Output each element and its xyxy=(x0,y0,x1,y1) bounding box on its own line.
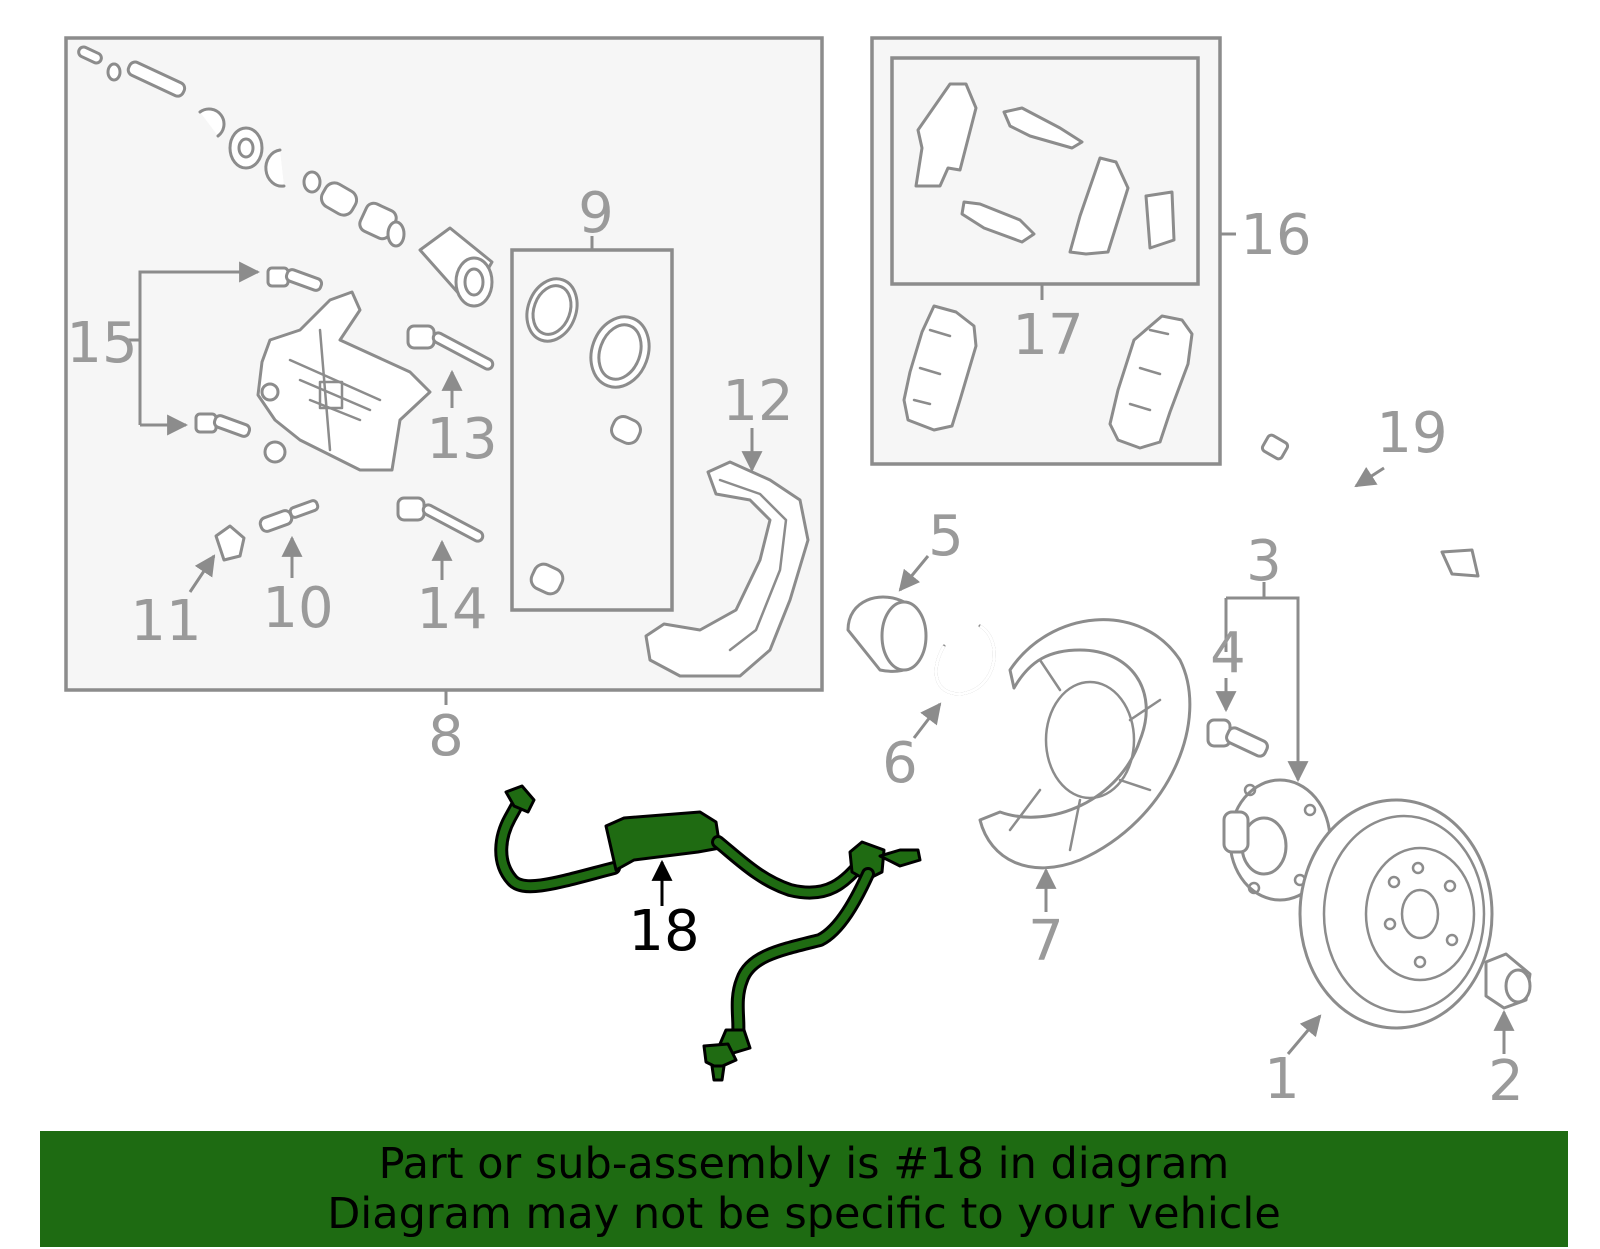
wheel-stud-4 xyxy=(1206,718,1269,758)
caliper-bracket-12 xyxy=(644,460,810,678)
bearing-5 xyxy=(846,595,928,673)
brake-hose-19 xyxy=(1260,433,1480,578)
callout-5: 5 xyxy=(928,504,964,569)
callout-7: 7 xyxy=(1028,909,1064,974)
callout-3: 3 xyxy=(1246,529,1282,594)
caliper-small-parts xyxy=(77,45,494,308)
caliper-body xyxy=(256,290,432,472)
callout-1: 1 xyxy=(1264,1047,1300,1112)
wheel-hub-3 xyxy=(1222,778,1332,902)
banner-line-1: Part or sub-assembly is #18 in diagram xyxy=(378,1139,1230,1189)
callout-16: 16 xyxy=(1240,203,1311,268)
guide-pin-13 xyxy=(406,324,495,371)
brake-rotor-1 xyxy=(1298,798,1494,1030)
snap-ring-6 xyxy=(934,624,996,696)
bolt-15-lower xyxy=(194,412,252,438)
callout-14: 14 xyxy=(416,577,487,642)
seal-kit-parts xyxy=(525,277,651,596)
callout-10: 10 xyxy=(262,576,333,641)
callout-15: 15 xyxy=(66,311,137,376)
hardware-kit-box xyxy=(890,56,1200,286)
callout-12: 12 xyxy=(722,369,793,434)
cap-11 xyxy=(214,524,246,562)
bolt-15-upper xyxy=(266,266,324,292)
callout-11: 11 xyxy=(130,589,201,654)
dust-shield-7 xyxy=(978,618,1192,870)
info-banner: Part or sub-assembly is #18 in diagram D… xyxy=(40,1131,1568,1247)
nut-2 xyxy=(1484,952,1532,1010)
callout-18: 18 xyxy=(628,899,699,964)
brake-pads xyxy=(902,304,1194,450)
bleeder-screw-10 xyxy=(258,499,320,533)
callout-8: 8 xyxy=(428,704,464,769)
abs-sensor-harness-18 xyxy=(494,784,922,1082)
callout-2: 2 xyxy=(1488,1049,1524,1114)
guide-pin-14 xyxy=(396,496,485,543)
callout-17: 17 xyxy=(1012,303,1083,368)
callout-4: 4 xyxy=(1210,621,1246,686)
caliper-assembly-box xyxy=(64,36,824,692)
banner-line-2: Diagram may not be specific to your vehi… xyxy=(327,1189,1281,1239)
callout-6: 6 xyxy=(882,731,918,796)
pad-hardware-clips xyxy=(914,82,1176,256)
callout-19: 19 xyxy=(1376,401,1447,466)
callout-9: 9 xyxy=(578,181,614,246)
callout-13: 13 xyxy=(426,407,497,472)
